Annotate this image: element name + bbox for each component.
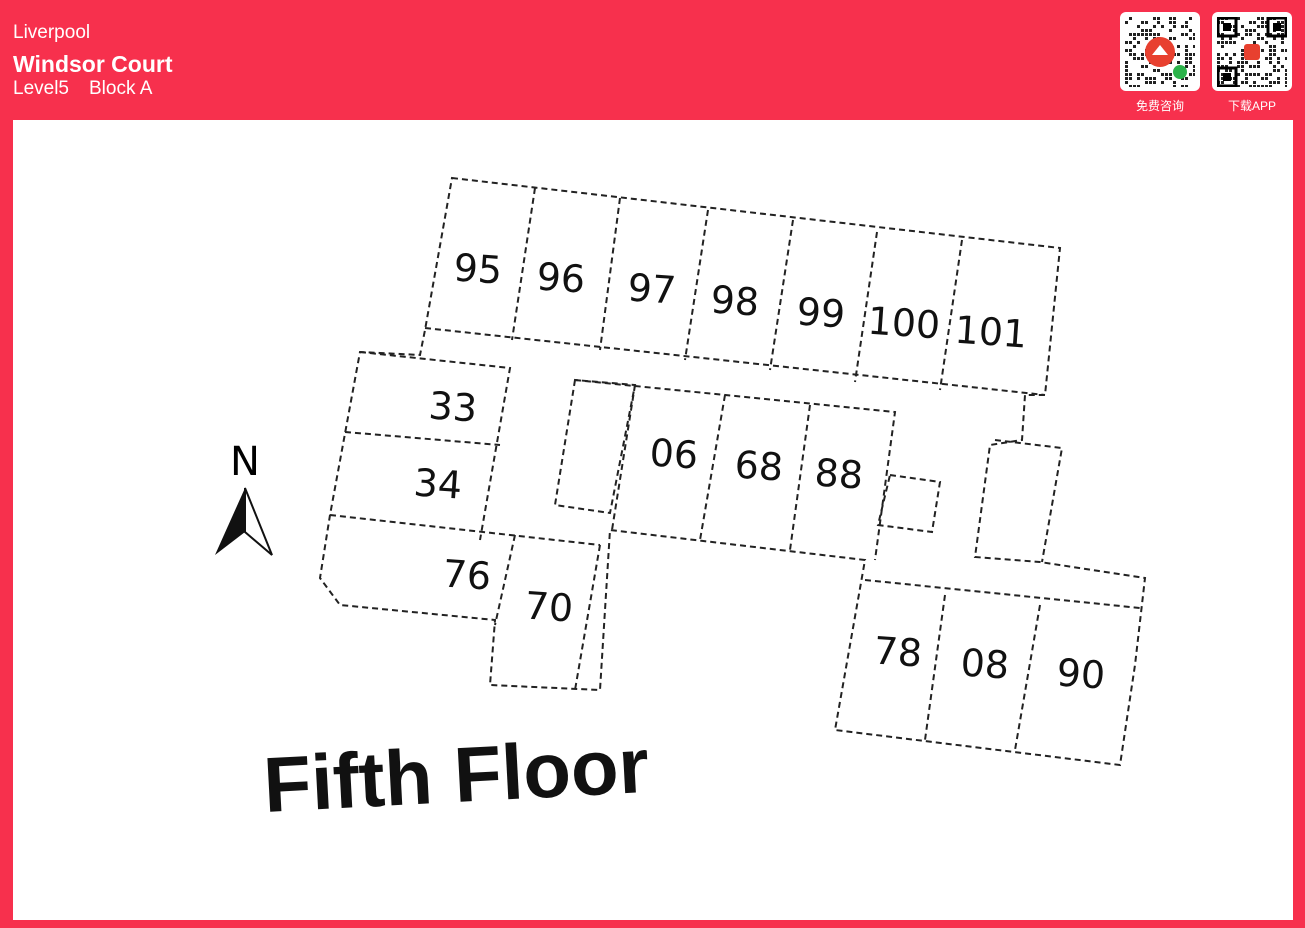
floor-label: Fifth Floor: [261, 721, 651, 829]
unit-label: 96: [535, 254, 586, 301]
city-label: Liverpool: [13, 22, 91, 43]
unit-label: 34: [412, 460, 463, 507]
download-app-label: 下载APP: [1227, 99, 1276, 113]
top-wing: [318, 176, 1147, 767]
unit-label: 99: [795, 289, 846, 336]
unit-label: 97: [626, 265, 677, 312]
north-arrow-icon: [215, 487, 273, 556]
unit-label: 08: [959, 640, 1010, 687]
unit-dividers: [329, 187, 1141, 751]
unit-label: 95: [452, 245, 503, 292]
unit-label: 06: [648, 430, 699, 477]
unit-label: 33: [427, 383, 478, 430]
unit-label: 76: [441, 551, 492, 598]
unit-label: 68: [733, 442, 784, 489]
unit-label: 98: [709, 277, 760, 324]
unit-label: 90: [1055, 650, 1106, 697]
unit-label: 88: [813, 450, 864, 497]
building-title: Windsor Court: [13, 51, 173, 77]
level-label: Level5: [13, 78, 69, 99]
level-block: Level5 Block A: [13, 78, 172, 100]
unit-label: 100: [866, 299, 941, 348]
mini-program-qr-icon[interactable]: [1120, 12, 1200, 91]
block-label: Block A: [89, 78, 153, 99]
unit-label: 70: [523, 583, 574, 630]
unit-label: 78: [872, 628, 923, 675]
consult-label: 免费咨询: [1135, 99, 1184, 113]
unit-label: 101: [953, 308, 1028, 357]
app-download-qr-icon[interactable]: [1212, 12, 1292, 91]
north-label: N: [230, 439, 260, 485]
